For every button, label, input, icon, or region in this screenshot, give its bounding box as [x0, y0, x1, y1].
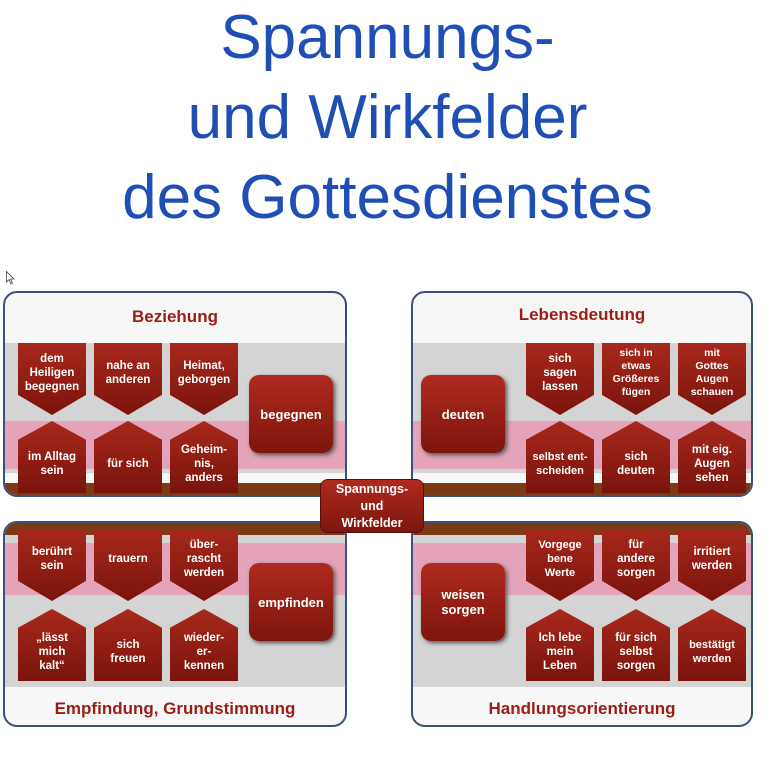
- center-box: Spannungs- und Wirkfelder: [320, 479, 424, 533]
- main-box-deuten: deuten: [421, 375, 505, 453]
- page-title-line-1: Spannungs-: [220, 3, 555, 72]
- panel-title-lebensdeutung: Lebensdeutung: [518, 305, 646, 324]
- panel-empfindung: Empfindung, Grundstimmung berührt sein t…: [3, 521, 347, 727]
- panel-title-empfindung: Empfindung, Grundstimmung: [54, 699, 296, 718]
- mouse-cursor-icon: [6, 271, 15, 285]
- panel-title-beziehung: Beziehung: [132, 307, 218, 326]
- panel-title-handlung: Handlungsorientierung: [488, 699, 676, 718]
- panel-beziehung: Beziehung dem Heiligen begegnen nahe an …: [3, 291, 347, 497]
- main-box-begegnen: begegnen: [249, 375, 333, 453]
- page-title-line-2: und Wirkfelder: [187, 83, 588, 152]
- main-box-weisen-sorgen: weisen sorgen: [421, 563, 505, 641]
- main-box-empfinden: empfinden: [249, 563, 333, 641]
- panel-handlung: Handlungsorientierung weisen sorgen Vorg…: [411, 521, 753, 727]
- panel-lebensdeutung: Lebensdeutung deuten sich sagen lassen s…: [411, 291, 753, 497]
- page-title-line-3: des Gottesdienstes: [122, 163, 653, 232]
